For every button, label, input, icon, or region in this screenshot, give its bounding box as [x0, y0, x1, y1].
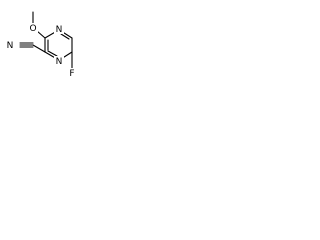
- atom-nitrile-n: N: [7, 41, 14, 51]
- atom-labels: N N O N F: [5, 23, 77, 79]
- bond-c3-cn: [32, 44, 46, 53]
- bond-c2-o: [36, 30, 46, 39]
- atom-fluorine: F: [69, 69, 74, 79]
- atom-bg-fluorine: [67, 68, 77, 78]
- bond-layer: [19, 11, 73, 69]
- bond-n1-c6-double: [60, 33, 70, 40]
- bond-n4-c3-double: [47, 50, 58, 57]
- atom-bg-methoxy-o: [28, 23, 38, 33]
- atom-bg-ring-n-top: [54, 24, 64, 34]
- atom-ring-n-bottom: N: [56, 57, 63, 67]
- atom-bg-ring-n-bottom: [54, 56, 64, 66]
- molecule-structure: N N O N F: [5, 11, 77, 79]
- atom-methoxy-o: O: [29, 24, 36, 34]
- atom-bg-nitrile-n: [5, 40, 15, 50]
- atom-ring-n-top: N: [56, 25, 63, 35]
